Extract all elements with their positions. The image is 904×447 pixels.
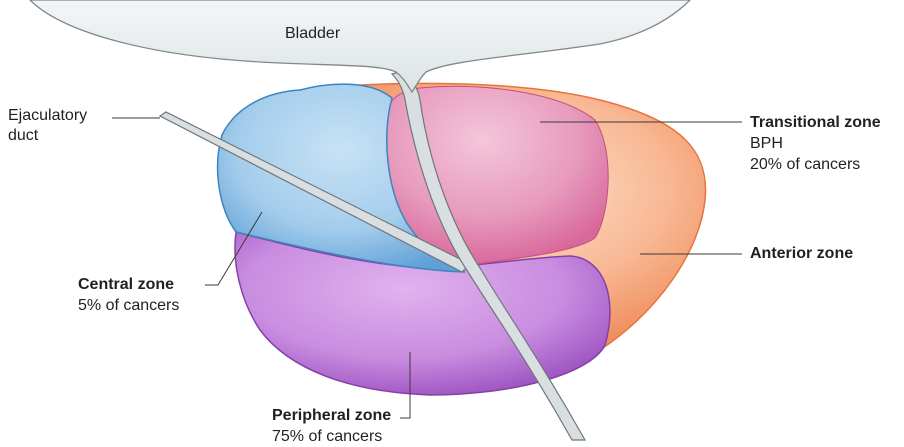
ejaculatory-duct-label-line1: Ejaculatory — [8, 106, 87, 126]
peripheral-zone-percent: 75% of cancers — [272, 427, 382, 447]
transitional-zone-bph: BPH — [750, 134, 783, 154]
bladder-label: Bladder — [285, 24, 340, 44]
central-zone-title: Central zone — [78, 275, 174, 295]
anterior-zone-title: Anterior zone — [750, 244, 853, 264]
bladder-shape — [30, 0, 690, 92]
transitional-zone-percent: 20% of cancers — [750, 155, 860, 175]
central-zone-percent: 5% of cancers — [78, 296, 179, 316]
ejaculatory-duct-label-line2: duct — [8, 126, 38, 146]
transitional-zone-title: Transitional zone — [750, 113, 881, 133]
peripheral-zone-title: Peripheral zone — [272, 406, 391, 426]
